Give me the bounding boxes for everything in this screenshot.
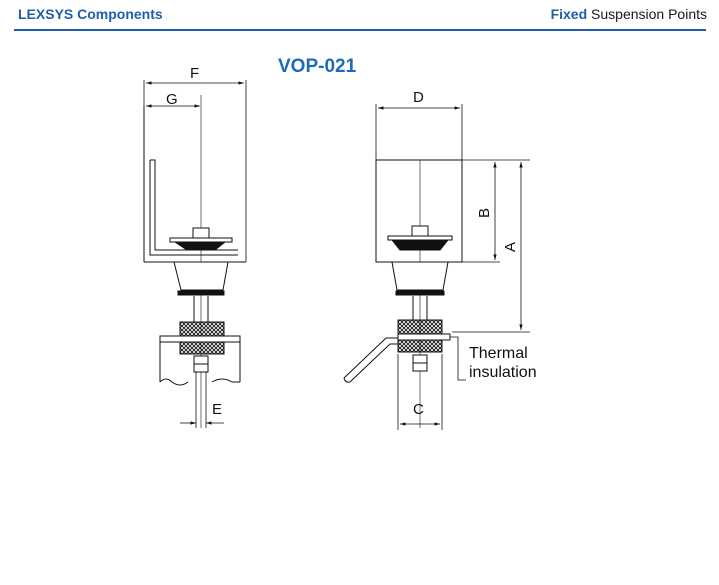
callout-insulation: insulation	[469, 364, 537, 381]
section-title: Fixed Suspension Points	[551, 6, 707, 22]
dim-label-f: F	[190, 65, 199, 82]
callout-thermal: Thermal	[469, 345, 528, 362]
dim-label-b: B	[476, 208, 493, 218]
dim-label-d: D	[413, 89, 424, 106]
right-view	[343, 104, 530, 430]
page-header: LEXSYS Components Fixed Suspension Point…	[0, 0, 719, 32]
section-title-rest: Suspension Points	[587, 6, 707, 22]
callout-leader	[450, 336, 466, 381]
dim-label-e: E	[212, 401, 222, 418]
dim-label-c: C	[413, 401, 424, 418]
dim-label-g: G	[166, 91, 178, 108]
dim-label-a: A	[502, 242, 519, 252]
section-title-accent: Fixed	[550, 6, 588, 22]
left-view	[143, 80, 247, 428]
model-title: VOP-021	[278, 56, 357, 77]
header-rule	[14, 29, 706, 31]
brand-title: LEXSYS Components	[18, 6, 163, 22]
